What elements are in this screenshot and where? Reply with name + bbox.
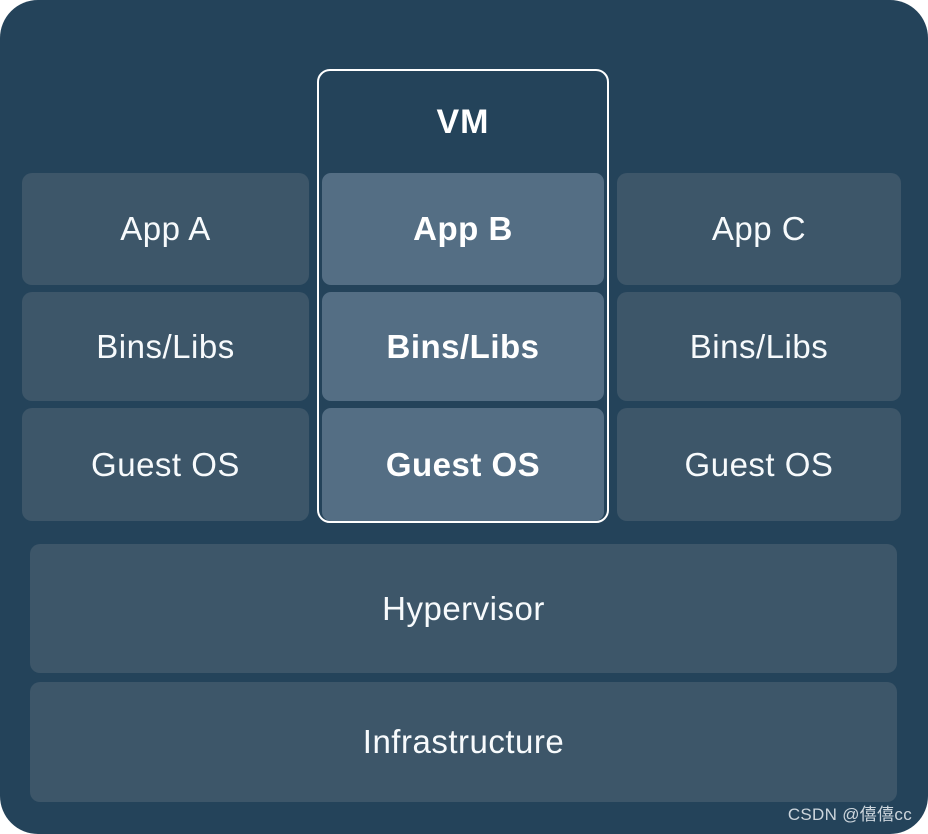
cell-app-b: App B [322,173,604,285]
cell-app-c-label: App C [711,210,807,247]
cell-app-b-label: App B [413,210,513,247]
cell-bins-libs-left: Bins/Libs [22,292,309,401]
cell-guest-os-right-label: Guest OS [684,445,834,483]
cell-bins-libs-middle: Bins/Libs [322,292,604,401]
cell-app-a-label: App A [120,210,211,247]
cell-bins-libs-right-label: Bins/Libs [689,327,829,365]
vm-container: VM App B Bins/Libs Guest OS [317,69,609,523]
layer-infrastructure: Infrastructure [30,682,897,802]
layer-infrastructure-label: Infrastructure [362,723,565,760]
cell-guest-os-right: Guest OS [617,408,901,521]
cell-app-a: App A [22,173,309,285]
layer-hypervisor-label: Hypervisor [382,589,545,627]
vm-title: VM [436,102,490,141]
cell-app-c: App C [617,173,901,285]
cell-bins-libs-middle-label: Bins/Libs [386,327,540,365]
layer-hypervisor: Hypervisor [30,544,897,673]
cell-bins-libs-right: Bins/Libs [617,292,901,401]
cell-guest-os-middle-label: Guest OS [385,445,541,483]
cell-guest-os-middle: Guest OS [322,408,604,521]
cell-bins-libs-left-label: Bins/Libs [96,327,235,365]
watermark: CSDN @僖僖cc [787,805,912,824]
cell-guest-os-left: Guest OS [22,408,309,521]
cell-guest-os-left-label: Guest OS [91,445,240,483]
